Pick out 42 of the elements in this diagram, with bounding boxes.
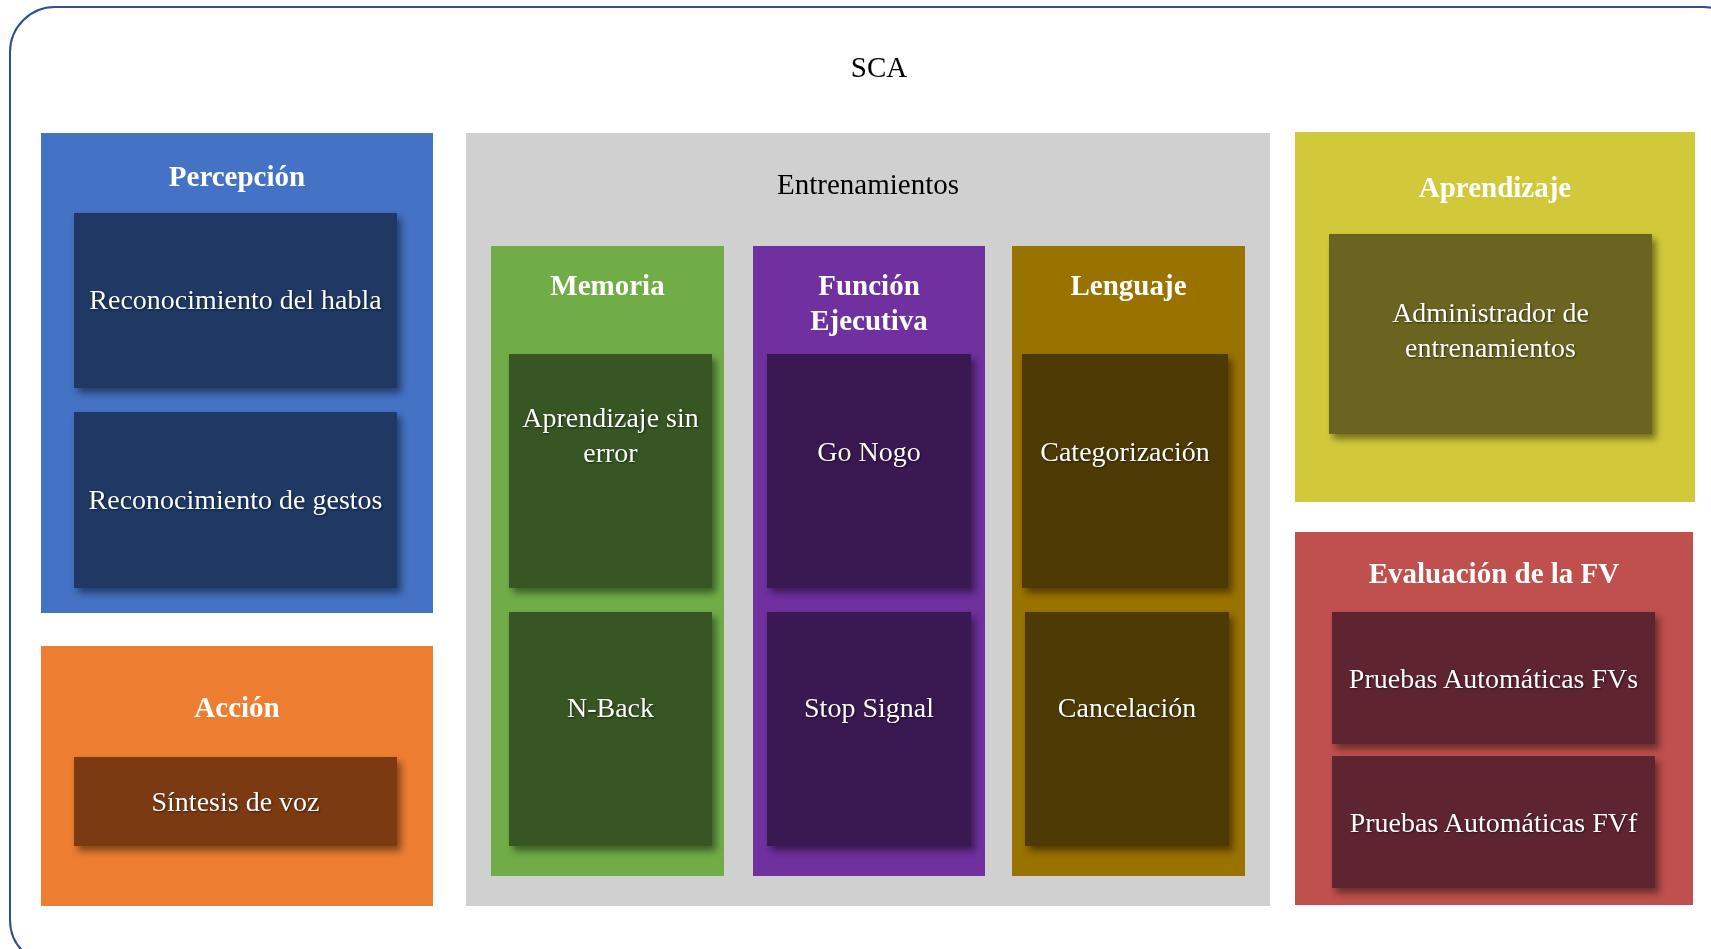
frame-border: [9, 6, 1711, 949]
module-label: Reconocimiento del habla: [89, 283, 382, 318]
group-panel: [1012, 246, 1245, 876]
module-label: Go Nogo: [817, 434, 921, 469]
module-box: [509, 354, 712, 588]
module-box: [509, 612, 712, 846]
module-box: [1332, 756, 1655, 888]
group-panel: [753, 246, 985, 876]
panel-heading: Entrenamientos: [776, 167, 960, 202]
group-panel: [1295, 532, 1693, 905]
module-label: Síntesis de voz: [151, 785, 320, 819]
module-label: Reconocimiento de gestos: [88, 482, 383, 517]
panel-heading: Función Ejecutiva: [809, 268, 929, 338]
module-box: [767, 354, 971, 588]
group-panel: [1295, 132, 1695, 502]
module-box: [1022, 354, 1228, 588]
group-panel: [466, 133, 1270, 906]
panel-heading: SCA: [849, 50, 909, 85]
module-label: Aprendizaje sin error: [521, 401, 700, 470]
panel-heading: Lenguaje: [1069, 268, 1188, 303]
module-box: [1332, 612, 1655, 744]
group-panel: [41, 646, 433, 906]
module-label: Pruebas Automáticas FVf: [1349, 805, 1638, 840]
module-label: Stop Signal: [804, 690, 934, 725]
module-label: Cancelación: [1057, 690, 1197, 725]
module-box: [74, 412, 397, 588]
module-box: [767, 612, 971, 846]
panel-heading: Aprendizaje: [1417, 170, 1573, 205]
panel-heading: Memoria: [549, 268, 666, 303]
module-label: Pruebas Automáticas FVs: [1348, 661, 1639, 696]
panel-heading: Percepción: [167, 159, 307, 194]
module-label: Categorización: [1040, 434, 1210, 469]
panel-heading: Evaluación de la FV: [1367, 556, 1621, 591]
module-box: [1025, 612, 1229, 846]
module-box: [74, 757, 397, 846]
group-panel: [491, 246, 724, 876]
group-panel: [41, 133, 433, 613]
module-label: N-Back: [566, 690, 655, 725]
module-label: Administrador de entrenamientos: [1391, 296, 1590, 365]
panel-heading: Acción: [193, 690, 281, 725]
module-box: [74, 213, 397, 388]
module-box: [1329, 234, 1652, 434]
